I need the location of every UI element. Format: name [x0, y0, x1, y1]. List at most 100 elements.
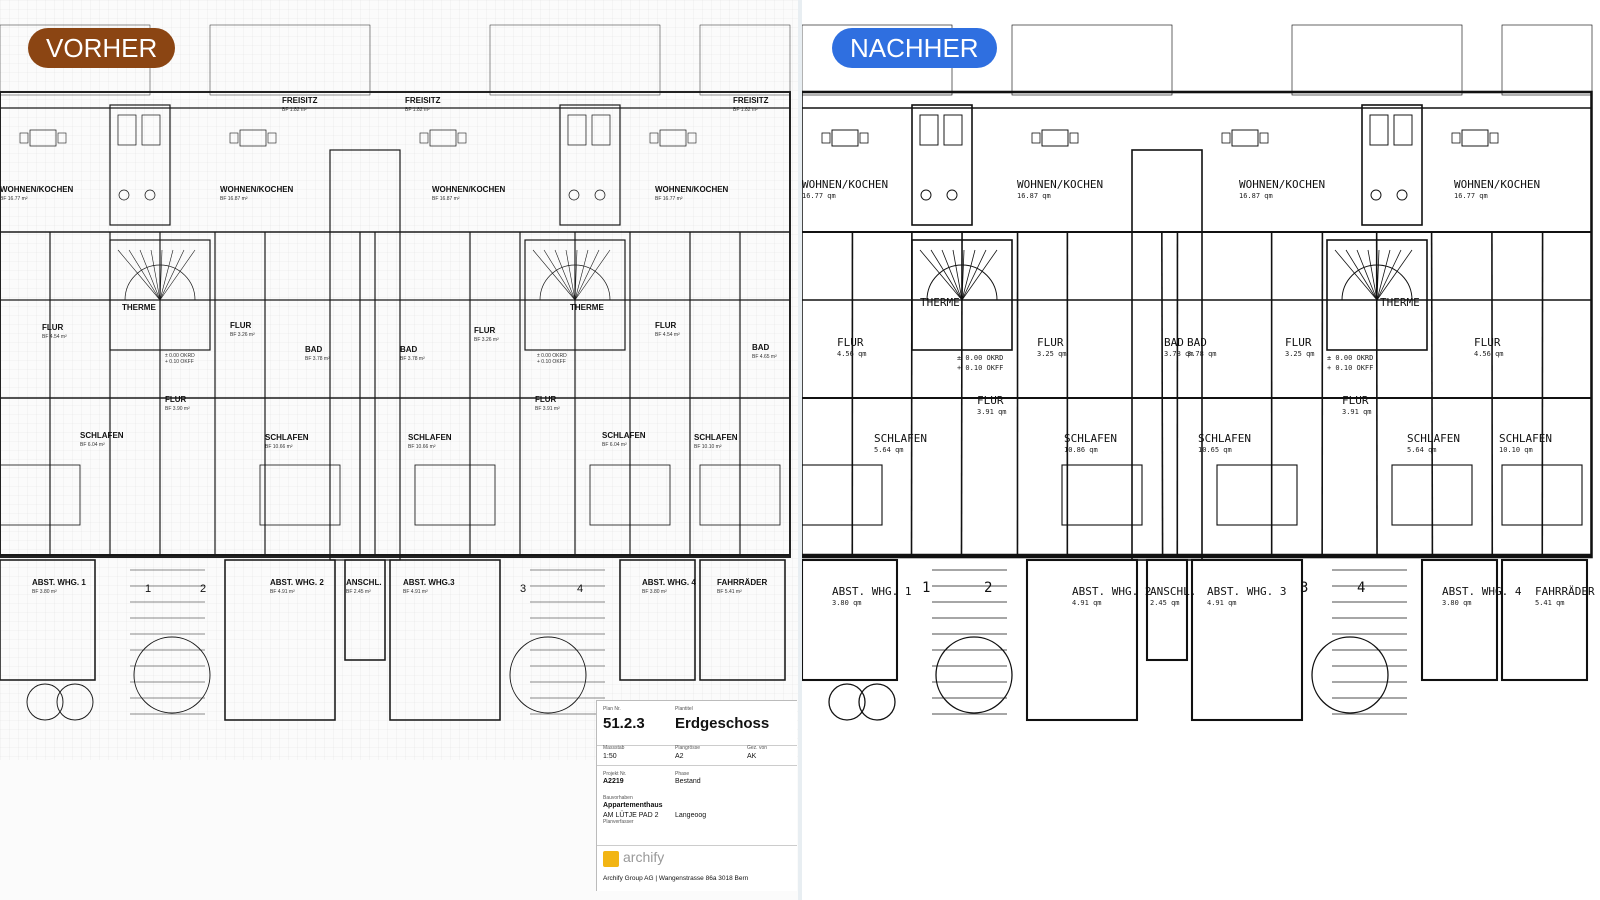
tree — [1312, 637, 1388, 713]
after-room-label: BAD — [1187, 336, 1207, 349]
after-room-label: FLUR — [1037, 336, 1064, 349]
balcony — [1292, 25, 1462, 95]
building-outline — [802, 92, 1591, 557]
phase-label: Phase — [675, 771, 689, 777]
before-room-area: BF 1.82 m² — [282, 107, 307, 113]
before-room-label: WOHNEN/KOCHEN — [655, 185, 729, 194]
after-room-area: 16.77 qm — [1454, 192, 1488, 200]
before-room-area: BF 16.87 m² — [220, 196, 248, 202]
before-room-area: BF 16.87 m² — [432, 196, 460, 202]
sink — [1370, 115, 1388, 145]
storage-room — [1147, 560, 1187, 660]
after-room-area: 3.91 qm — [977, 408, 1007, 416]
title-block-scale-row: Massstab 1:50 Plangrösse A2 Gez. von AK — [597, 745, 797, 766]
before-room-area: BF 3.26 m² — [474, 337, 499, 343]
after-room-label: FLUR — [1342, 394, 1369, 407]
before-room-area: BF 2.45 m² — [346, 589, 371, 595]
before-room-area: BF 6.04 m² — [80, 442, 105, 448]
stair-tread — [962, 250, 986, 300]
before-room-area: BF 16.77 m² — [655, 196, 683, 202]
after-room-area: 10.10 qm — [1499, 446, 1533, 454]
after-room-label: FLUR — [837, 336, 864, 349]
chair — [1490, 133, 1498, 143]
after-room-area: 3.25 qm — [1285, 350, 1315, 358]
before-level-note: + 0.10 OKFF — [537, 359, 566, 365]
after-room-area: 10.65 qm — [1198, 446, 1232, 454]
sink — [944, 115, 962, 145]
sink — [1394, 115, 1412, 145]
scale-value: 1:50 — [603, 753, 617, 760]
stair-tread — [1377, 250, 1412, 300]
after-room-label: FLUR — [977, 394, 1004, 407]
before-room-area: BF 4.65 m² — [752, 354, 777, 360]
before-room-label: SCHLAFEN — [265, 433, 309, 442]
after-room-label: ABST. WHG. 2 — [1072, 585, 1151, 598]
after-room-label: FAHRRÄDER — [1535, 585, 1595, 598]
after-room-area: 16.87 qm — [1239, 192, 1273, 200]
plan-title: Erdgeschoss — [675, 715, 769, 732]
phase-value: Bestand — [675, 778, 701, 785]
bed — [1217, 465, 1297, 525]
after-level-note: ± 0.00 OKRD — [957, 354, 1003, 362]
kitchen-block — [912, 105, 972, 225]
before-stair-number: 1 — [145, 583, 151, 595]
chair — [1452, 133, 1460, 143]
stair-tread — [942, 250, 962, 300]
stair-tread — [1377, 250, 1401, 300]
address-value: AM LÜTJE PAD 2 — [603, 812, 659, 819]
after-room-label: WOHNEN/KOCHEN — [802, 178, 888, 191]
title-block: Plan Nr. 51.2.3 Plantitel Erdgeschoss Ma… — [596, 700, 797, 891]
bed — [1062, 465, 1142, 525]
after-stair-number: 4 — [1357, 580, 1365, 596]
before-badge: VORHER — [28, 28, 175, 68]
before-room-label: FREISITZ — [405, 96, 441, 105]
after-room-label: FLUR — [1474, 336, 1501, 349]
hob — [1397, 190, 1407, 200]
before-room-area: BF 10.66 m² — [408, 444, 436, 450]
before-room-area: BF 10.10 m² — [694, 444, 722, 450]
after-room-area: 10.86 qm — [1064, 446, 1098, 454]
before-room-area: BF 4.54 m² — [655, 332, 680, 338]
chair — [1070, 133, 1078, 143]
project-label: Projekt Nr. — [603, 771, 626, 777]
before-room-label: SCHLAFEN — [694, 433, 738, 442]
after-room-area: 2.45 qm — [1150, 599, 1180, 607]
before-room-area: BF 4.54 m² — [42, 334, 67, 340]
before-room-label: WOHNEN/KOCHEN — [432, 185, 506, 194]
wall — [1432, 232, 1433, 555]
before-stair-number: 3 — [520, 583, 526, 595]
before-room-area: BF 16.77 m² — [0, 196, 28, 202]
title-block-project: Projekt Nr. A2219 Phase Bestand Bauvorha… — [597, 765, 797, 846]
after-room-area: 3.25 qm — [1037, 350, 1067, 358]
chair — [822, 133, 830, 143]
stair-tread — [962, 250, 997, 300]
drawn-label: Gez. von — [747, 745, 767, 751]
after-room-area: 4.91 qm — [1207, 599, 1237, 607]
dining-table — [1042, 130, 1068, 146]
after-stair-number: 1 — [922, 580, 930, 596]
after-room-area: 16.77 qm — [802, 192, 836, 200]
before-room-area: BF 3.78 m² — [305, 356, 330, 362]
before-room-label: FLUR — [474, 326, 496, 335]
after-stair-number: 3 — [1300, 580, 1308, 596]
after-stair-number: 2 — [984, 580, 992, 596]
dining-table — [832, 130, 858, 146]
before-level-note: + 0.10 OKFF — [165, 359, 194, 365]
before-room-label: FLUR — [535, 395, 557, 404]
before-room-label: BAD — [752, 343, 770, 352]
after-room-label: SCHLAFEN — [1198, 432, 1251, 445]
size-label: Plangrösse — [675, 745, 700, 751]
building-value: Appartementhaus — [603, 802, 663, 809]
after-room-area: 4.56 qm — [1474, 350, 1504, 358]
after-room-label: SCHLAFEN — [1499, 432, 1552, 445]
before-room-area: BF 3.80 m² — [32, 589, 57, 595]
stair-tread — [1335, 250, 1377, 300]
after-room-area: 3.78 qm — [1187, 350, 1217, 358]
wall — [961, 232, 962, 555]
before-room-area: BF 3.91 m² — [535, 406, 560, 412]
town-value: Langeoog — [675, 812, 706, 819]
before-room-label: ABST. WHG. 1 — [32, 578, 86, 587]
before-room-area: BF 10.66 m² — [265, 444, 293, 450]
tree — [936, 637, 1012, 713]
before-room-area: BF 3.80 m² — [642, 589, 667, 595]
